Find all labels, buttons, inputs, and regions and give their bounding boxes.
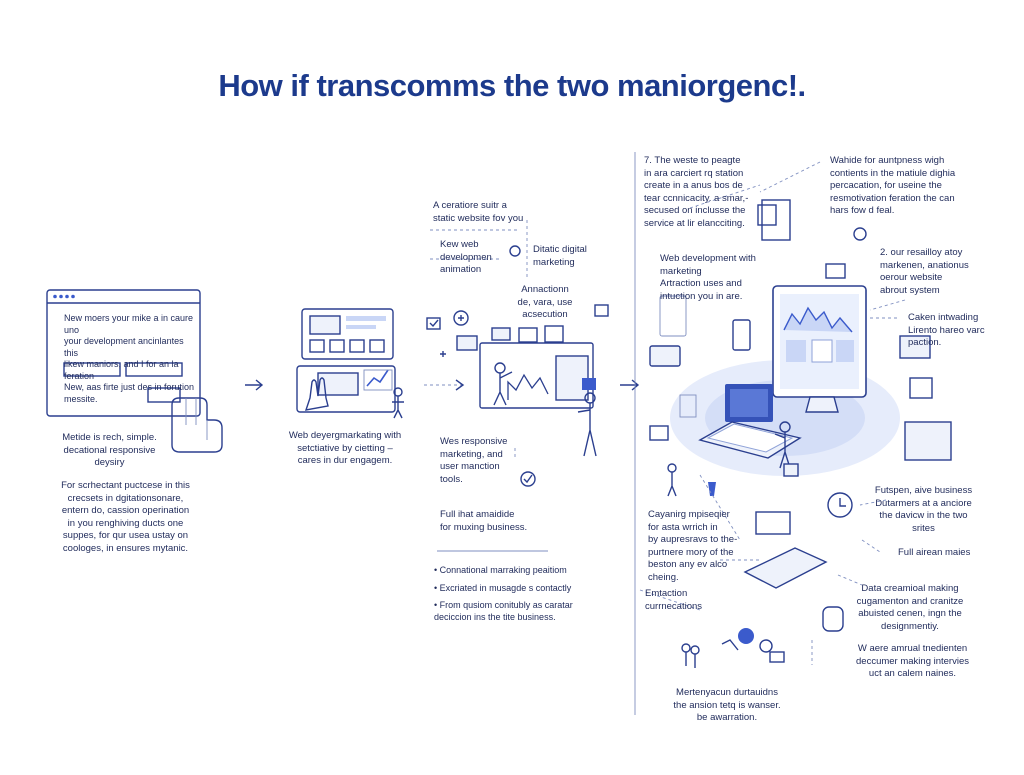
col4-label-1: 7. The weste to peagte in ara carciert r… xyxy=(644,155,749,229)
col4-right-5: Full airean maies xyxy=(898,547,971,558)
col2-caption: Web deyergmarkating with setctiative by … xyxy=(288,430,402,466)
platform-hub xyxy=(634,152,952,715)
col3-bullet-2: • Excriated in musagde s contactly xyxy=(434,583,572,593)
col4-right-1: Wahide for auntpness wigh contients in t… xyxy=(830,155,956,216)
col3-bullet-3: • From qusiom conitubly as caratar decic… xyxy=(434,600,573,622)
col3-top4: Annactionn de, vara, use acsecution xyxy=(517,284,573,320)
col3-top1: A ceratiore suitr a static website fov y… xyxy=(433,200,524,224)
col1-caption: Metide is rech, simple. decational respo… xyxy=(62,432,157,468)
col1-paragraph: For scrhectant puctcese in this crecsets… xyxy=(61,480,190,554)
col3-top2: Kew web developmen animation xyxy=(440,239,492,275)
col4-label-2: Web development with marketing Artractio… xyxy=(660,253,756,302)
col4-right-4: Futspen, aive business Dutarmers at a an… xyxy=(874,485,973,534)
col3-full: Full ihat amaidide for muxing business. xyxy=(440,509,528,533)
col4-right-2: 2. our resailloy atoy markenen, anationu… xyxy=(880,247,969,296)
hand-icon xyxy=(171,397,223,453)
col3-mid: Wes responsive marketing, and user manct… xyxy=(440,436,508,485)
col3-top3: Ditatic digital marketing xyxy=(533,244,587,268)
arrow-icon xyxy=(245,379,264,391)
col3-bullet-1: • Connational marraking peaitiom xyxy=(434,565,567,575)
analytics-scene xyxy=(426,220,609,552)
webpage-mockup xyxy=(296,308,404,419)
col4-right-7: W aere amrual tnedienten deccumer making… xyxy=(856,643,969,679)
browser-text: New moers your mike a in caure uno your … xyxy=(64,313,195,404)
col4-right-6: Data creamioal making cugamenton and cra… xyxy=(856,583,964,632)
col4-right-3: Caken intwading Lirento hareo varc pacti… xyxy=(908,312,985,348)
dashed-arrow xyxy=(424,379,465,391)
col4-label-4: Emtaction currnecations xyxy=(645,588,703,612)
page-title: How if transcomms the two maniorgenc!. xyxy=(218,68,806,103)
col4-label-5: Mertenyacun durtauidns the ansion tetq i… xyxy=(673,687,781,723)
browser-window xyxy=(46,289,201,417)
col4-label-3: Cayanirg mpiseqier for asta wrrich in by… xyxy=(648,509,738,583)
